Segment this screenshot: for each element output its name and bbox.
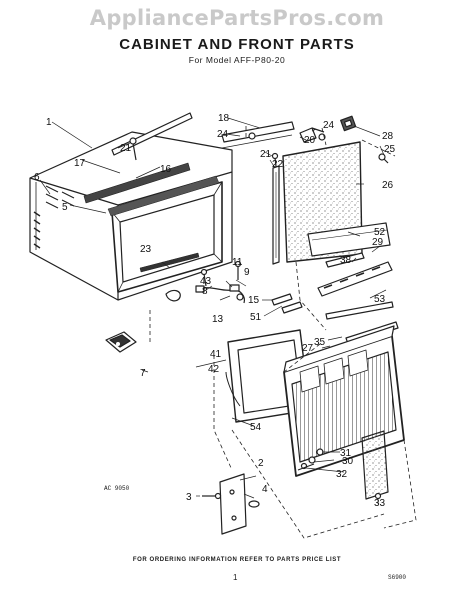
top-bracket [221, 121, 295, 149]
upper-rail [111, 112, 193, 156]
callout: 8 [202, 286, 208, 297]
callout: 43 [200, 276, 212, 287]
callout: 24 [217, 129, 229, 140]
assembly-lines [149, 126, 417, 539]
clips [271, 293, 303, 314]
callout: 42 [208, 364, 220, 375]
figure-code: AC 9050 [104, 485, 130, 492]
ordering-note: FOR ORDERING INFORMATION REFER TO PARTS … [132, 557, 342, 563]
callout: 51 [250, 312, 262, 323]
plate-screw [202, 492, 222, 500]
callout: 6 [34, 172, 40, 183]
wire-harness [195, 284, 245, 304]
callout: 7 [140, 368, 146, 379]
inner-strip [139, 252, 200, 273]
callout: 3 [186, 492, 192, 503]
callout: 22 [272, 159, 284, 170]
page-number: 1 [233, 573, 238, 582]
upper-panel [307, 222, 391, 257]
callout: 23 [140, 244, 152, 255]
callout: 21 [260, 149, 272, 160]
callout: 15 [248, 295, 260, 306]
callout: 13 [212, 314, 224, 325]
callout: 41 [210, 349, 222, 360]
callout: 21 [120, 143, 132, 154]
louver-bar [317, 261, 393, 297]
callout: 5 [62, 202, 68, 213]
cabinet-screw [129, 137, 137, 161]
model-line: For Model AFF-P80-20 [188, 55, 286, 65]
callout: 2 [258, 458, 264, 469]
callout: 53 [374, 294, 386, 305]
callout: 4 [262, 484, 268, 495]
callout: 30 [342, 456, 354, 467]
knob-gasket [225, 371, 241, 407]
figure-code-right: S6900 [388, 574, 407, 581]
callout: 16 [160, 164, 172, 175]
mounting-plate [219, 473, 247, 535]
mounting-bolts [200, 260, 244, 301]
callout: 18 [218, 113, 230, 124]
callout: 17 [74, 158, 86, 169]
diagram-title: CABINET AND FRONT PARTS [119, 36, 355, 53]
cabinet-clip [165, 289, 181, 302]
callout: 9 [244, 267, 250, 278]
callout: 31 [340, 448, 352, 459]
channel-screw [271, 152, 279, 167]
callout: 24 [323, 120, 335, 131]
damper-rod [325, 252, 365, 268]
callout: 52 [374, 227, 386, 238]
vertical-channel [272, 165, 280, 265]
callout: 38 [340, 255, 352, 266]
divider-strip [325, 301, 394, 320]
callout: 35 [314, 337, 326, 348]
grille-screws [297, 448, 382, 500]
callout: 1 [46, 117, 52, 128]
callout: 54 [250, 422, 262, 433]
watermark: AppliancePartsPros.com [89, 6, 385, 30]
callout: 25 [384, 144, 396, 155]
knob-bracket [340, 115, 357, 132]
knob-assembly [105, 331, 137, 353]
access-door [361, 430, 389, 500]
callout: 11 [232, 257, 243, 268]
leader-lines [39, 117, 387, 504]
callout: 32 [336, 469, 348, 480]
front-frame [111, 181, 223, 293]
top-seal [83, 162, 220, 217]
callout: 27 [302, 343, 314, 354]
callout: 28 [382, 131, 394, 142]
callout: 33 [374, 498, 386, 509]
bracket-screw [248, 132, 256, 140]
small-bolt [378, 153, 389, 164]
callout: 29 [372, 237, 384, 248]
callout-labels: 1 2 3 4 5 6 7 8 9 11 13 15 16 17 18 20 2… [34, 113, 396, 509]
callout: 26 [382, 180, 394, 191]
mounting-nut [248, 500, 260, 508]
callout: 20 [304, 135, 316, 146]
